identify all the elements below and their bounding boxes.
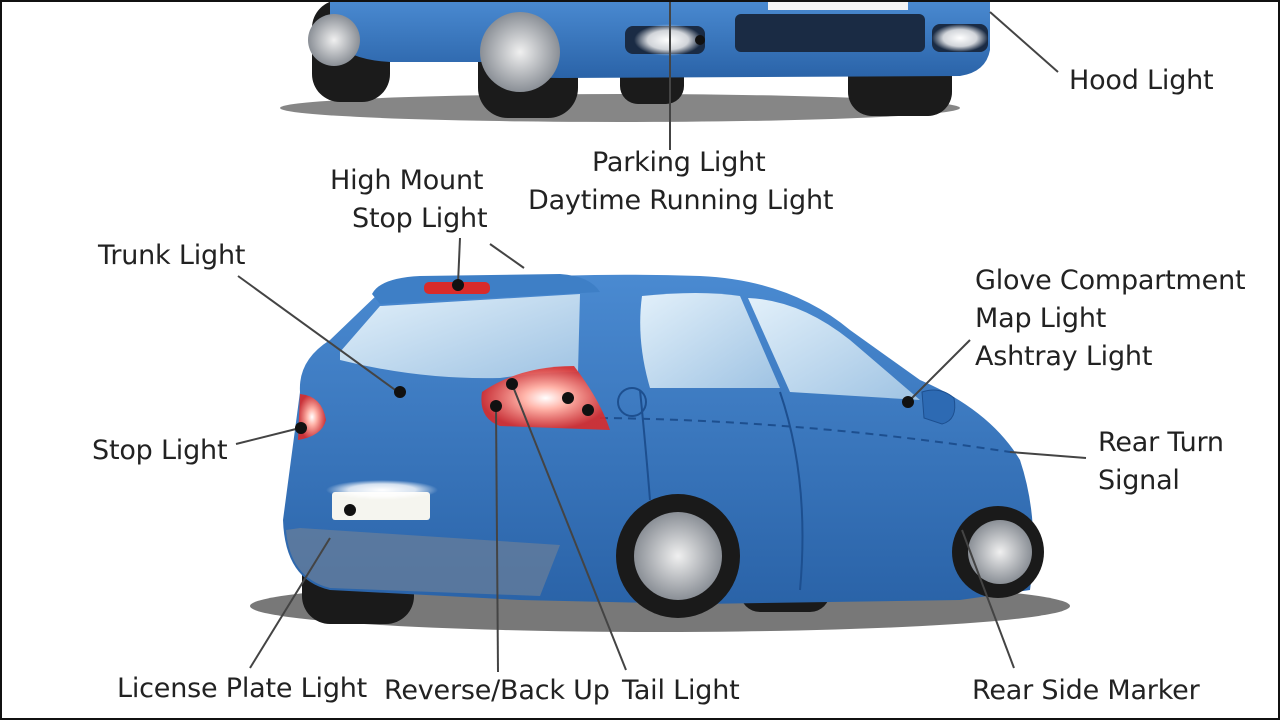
label-tail-light: Tail Light [622,672,740,710]
dot-parking-light [695,35,705,45]
dot-stop-light [295,422,307,434]
front-rim-center [480,12,560,92]
label-parking-light: Parking Light [592,144,765,182]
front-rim-near [968,520,1032,584]
parking-lamp-glow-right [932,24,988,52]
label-high-mount-line1: High Mount [330,162,483,200]
dot-tail-light-3 [582,404,594,416]
dot-high-mount [452,279,464,291]
rear-car [250,274,1070,632]
label-map-light: Map Light [975,300,1106,338]
label-rear-side-marker: Rear Side Marker [972,672,1200,710]
label-rear-turn-line2: Signal [1098,462,1180,500]
front-rim-left [308,14,360,66]
label-hood-light: Hood Light [1069,62,1213,100]
front-plate [768,0,908,10]
dot-reverse [490,400,502,412]
label-license-plate-light: License Plate Light [117,670,367,708]
label-trunk-light: Trunk Light [98,237,245,275]
rear-rim-near [634,512,722,600]
label-rear-turn-line1: Rear Turn [1098,424,1224,462]
label-daytime-running-light: Daytime Running Light [528,182,833,220]
front-car [280,0,990,122]
label-reverse-back-up: Reverse/Back Up [384,672,610,710]
leader-rear-turn-signal [1010,452,1086,458]
parking-lamp-glow-left [634,24,702,56]
side-mirror [922,390,955,424]
leader-high-mount-2 [490,244,524,268]
label-glove-compartment: Glove Compartment [975,262,1245,300]
license-plate-glow [326,480,438,500]
front-grille [735,14,925,52]
leader-hood-light [990,12,1058,72]
dot-license-plate [344,504,356,516]
label-high-mount-line2: Stop Light [352,200,487,238]
leader-stop-light [236,428,300,444]
label-ashtray-light: Ashtray Light [975,338,1152,376]
dot-glove-compartment [902,396,914,408]
dot-tail-light-2 [562,392,574,404]
dot-tail-light [506,378,518,390]
dot-trunk-light [394,386,406,398]
label-stop-light: Stop Light [92,432,227,470]
